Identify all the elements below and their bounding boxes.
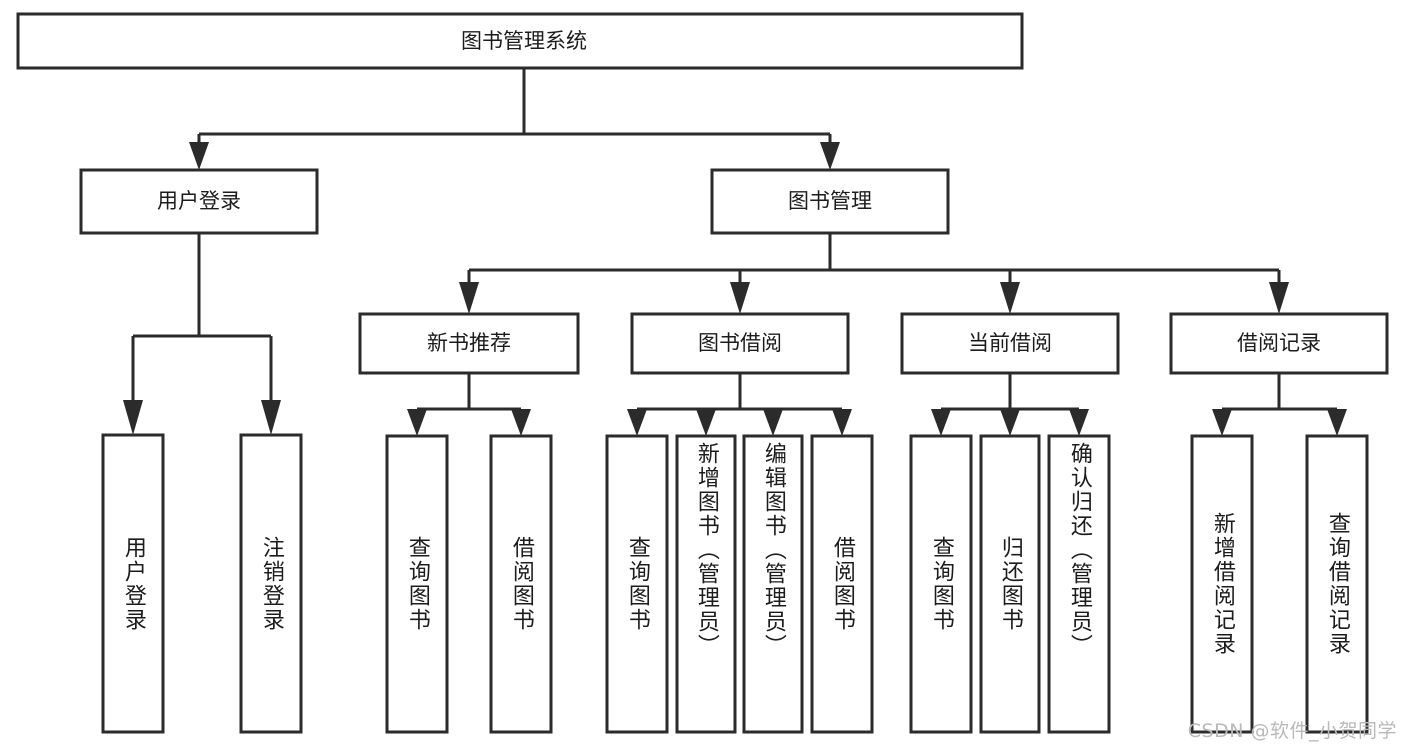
- leaf-box-user-login-1[interactable]: [101, 433, 165, 734]
- leaf-group-book-borrow: [605, 434, 874, 734]
- edge-group-book-management: [459, 233, 1289, 314]
- edge-group-root: [189, 68, 840, 170]
- leaf-group-current-borrow: [909, 434, 1111, 734]
- arrow-borrowrecords-to-leaf1: [1212, 409, 1232, 436]
- leaf-box-book-borrow-3[interactable]: [742, 434, 804, 734]
- node-current-borrow-label: 当前借阅: [968, 331, 1052, 355]
- arrow-currentborrow-to-leaf2: [1000, 409, 1020, 436]
- leaf-box-user-login-2[interactable]: [239, 433, 303, 734]
- node-book-management-label: 图书管理: [788, 189, 872, 213]
- leaf-box-book-borrow-1[interactable]: [605, 434, 669, 734]
- leaf-box-book-borrow-2[interactable]: [675, 434, 737, 734]
- edge-group-user-login: [123, 233, 281, 435]
- arrow-login-to-leaf2: [261, 400, 281, 435]
- arrow-bookmgmt-to-g4: [1269, 282, 1289, 314]
- arrow-bookborrow-to-leaf4: [832, 409, 852, 436]
- node-book-borrow-label: 图书借阅: [698, 331, 782, 355]
- arrow-newbook-to-leaf1: [407, 409, 427, 436]
- node-new-book-recommend[interactable]: 新书推荐: [358, 312, 580, 375]
- csdn-watermark: CSDN @软件_小贺同学: [1187, 720, 1397, 742]
- leaf-group-new-book-recommend: [385, 434, 553, 734]
- edge-group-new-book: [407, 373, 531, 436]
- arrow-bookborrow-to-leaf2: [696, 409, 716, 436]
- arrow-root-to-login: [189, 142, 209, 170]
- leaf-box-new-book-1[interactable]: [385, 434, 449, 734]
- edge-group-borrow-records: [1212, 373, 1347, 436]
- node-borrow-records[interactable]: 借阅记录: [1169, 312, 1389, 375]
- edge-group-current-borrow: [931, 373, 1089, 436]
- leaf-box-borrow-records-1[interactable]: [1190, 434, 1254, 734]
- node-new-book-recommend-label: 新书推荐: [427, 331, 511, 355]
- node-book-management-box[interactable]: [710, 168, 950, 235]
- node-new-book-recommend-box[interactable]: [358, 312, 580, 375]
- leaf-group-borrow-records: [1190, 434, 1369, 734]
- arrow-bookborrow-to-leaf1: [627, 409, 647, 436]
- node-user-login[interactable]: 用户登录: [79, 168, 319, 235]
- leaf-box-current-borrow-1[interactable]: [909, 434, 973, 734]
- leaf-box-current-borrow-3[interactable]: [1047, 434, 1111, 734]
- node-book-borrow-box[interactable]: [630, 312, 850, 375]
- node-root-label: 图书管理系统: [461, 29, 587, 53]
- node-user-login-label: 用户登录: [157, 189, 241, 213]
- arrow-bookmgmt-to-g3: [1000, 282, 1020, 314]
- arrow-currentborrow-to-leaf3: [1069, 409, 1089, 436]
- leaf-box-new-book-2[interactable]: [489, 434, 553, 734]
- leaf-box-current-borrow-2[interactable]: [979, 434, 1041, 734]
- leaf-box-book-borrow-4[interactable]: [810, 434, 874, 734]
- node-root[interactable]: 图书管理系统: [16, 12, 1024, 70]
- edge-group-book-borrow: [627, 373, 852, 436]
- arrow-currentborrow-to-leaf1: [931, 409, 951, 436]
- arrow-bookmgmt-to-g1: [459, 282, 479, 314]
- arrow-root-to-bookmgmt: [820, 142, 840, 170]
- arrow-bookmgmt-to-g2: [730, 282, 750, 314]
- node-book-borrow[interactable]: 图书借阅: [630, 312, 850, 375]
- leaf-group-user-login: [101, 433, 303, 734]
- node-current-borrow[interactable]: 当前借阅: [900, 312, 1120, 375]
- node-root-box[interactable]: [16, 12, 1024, 70]
- arrow-bookborrow-to-leaf3: [763, 409, 783, 436]
- arrow-login-to-leaf1: [123, 400, 143, 435]
- node-user-login-box[interactable]: [79, 168, 319, 235]
- node-current-borrow-box[interactable]: [900, 312, 1120, 375]
- arrow-borrowrecords-to-leaf2: [1327, 409, 1347, 436]
- node-borrow-records-label: 借阅记录: [1237, 331, 1321, 355]
- leaf-box-borrow-records-2[interactable]: [1305, 434, 1369, 734]
- node-borrow-records-box[interactable]: [1169, 312, 1389, 375]
- arrow-newbook-to-leaf2: [511, 409, 531, 436]
- node-book-management[interactable]: 图书管理: [710, 168, 950, 235]
